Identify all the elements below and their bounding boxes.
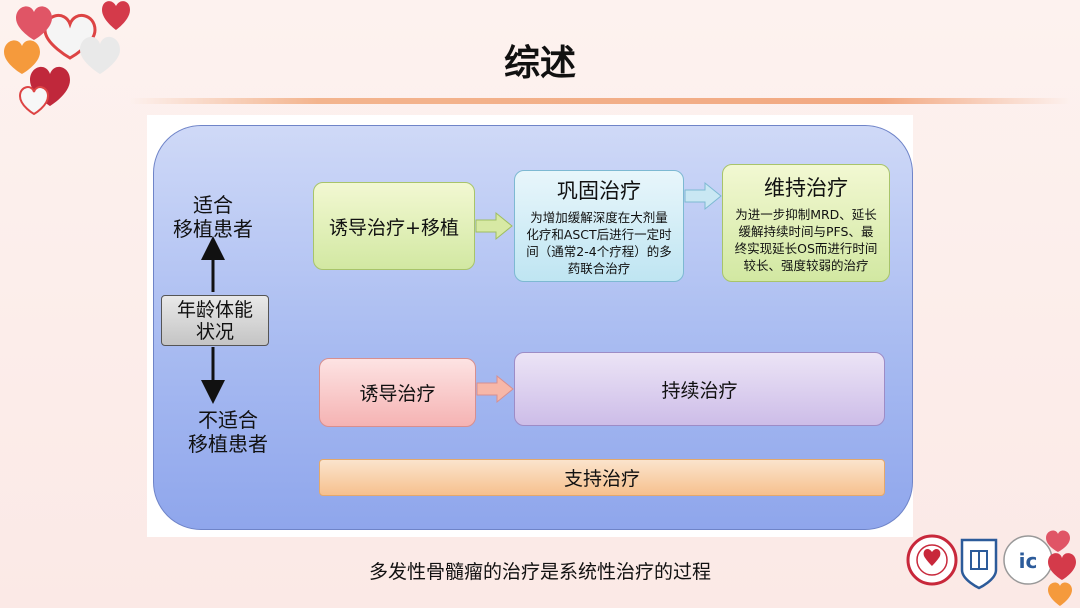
hospital-logo-icon: [906, 534, 958, 586]
arrow-induction-to-continuous: [476, 374, 514, 404]
title-divider: [130, 98, 1070, 104]
maintenance-title: 维持治疗: [764, 176, 848, 200]
university-logo-icon: [960, 538, 998, 590]
induction-transplant-box: 诱导治疗+移植: [313, 182, 475, 270]
page-title: 综述: [503, 43, 576, 84]
svg-text:ic: ic: [1019, 549, 1038, 573]
heart-icon: [1048, 582, 1072, 606]
induction-box: 诱导治疗: [319, 358, 476, 427]
age-fitness-box: 年龄体能 状况: [161, 295, 269, 346]
maintenance-desc: 为进一步抑制MRD、延长缓解持续时间与PFS、最终实现延长OS而进行时间较长、强…: [734, 207, 878, 273]
consolidation-title: 巩固治疗: [557, 179, 641, 203]
label-fit-for-transplant: 适合 移植患者: [173, 193, 253, 241]
heart-icon: [1048, 553, 1076, 580]
supportive-care-box: 支持治疗: [319, 459, 885, 496]
heart-icon: [4, 1, 130, 116]
arrow-induction-to-consolidation: [475, 211, 513, 241]
label-unfit-for-transplant: 不适合 移植患者: [188, 408, 268, 456]
maintenance-box: 维持治疗 为进一步抑制MRD、延长缓解持续时间与PFS、最终实现延长OS而进行时…: [722, 164, 890, 282]
consolidation-desc: 为增加缓解深度在大剂量化疗和ASCT后进行一定时间（通常2-4个疗程）的多药联合…: [526, 210, 672, 276]
heart-icon: [1046, 530, 1070, 552]
society-logo-icon: ic: [1003, 535, 1053, 585]
arrow-consolidation-to-maintenance: [684, 181, 722, 211]
hearts-decoration: [4, 1, 130, 116]
slide-caption: 多发性骨髓瘤的治疗是系统性治疗的过程: [368, 561, 711, 583]
continuous-therapy-box: 持续治疗: [514, 352, 885, 426]
logos-decoration: ic: [906, 530, 1076, 606]
consolidation-box: 巩固治疗 为增加缓解深度在大剂量化疗和ASCT后进行一定时间（通常2-4个疗程）…: [514, 170, 684, 282]
